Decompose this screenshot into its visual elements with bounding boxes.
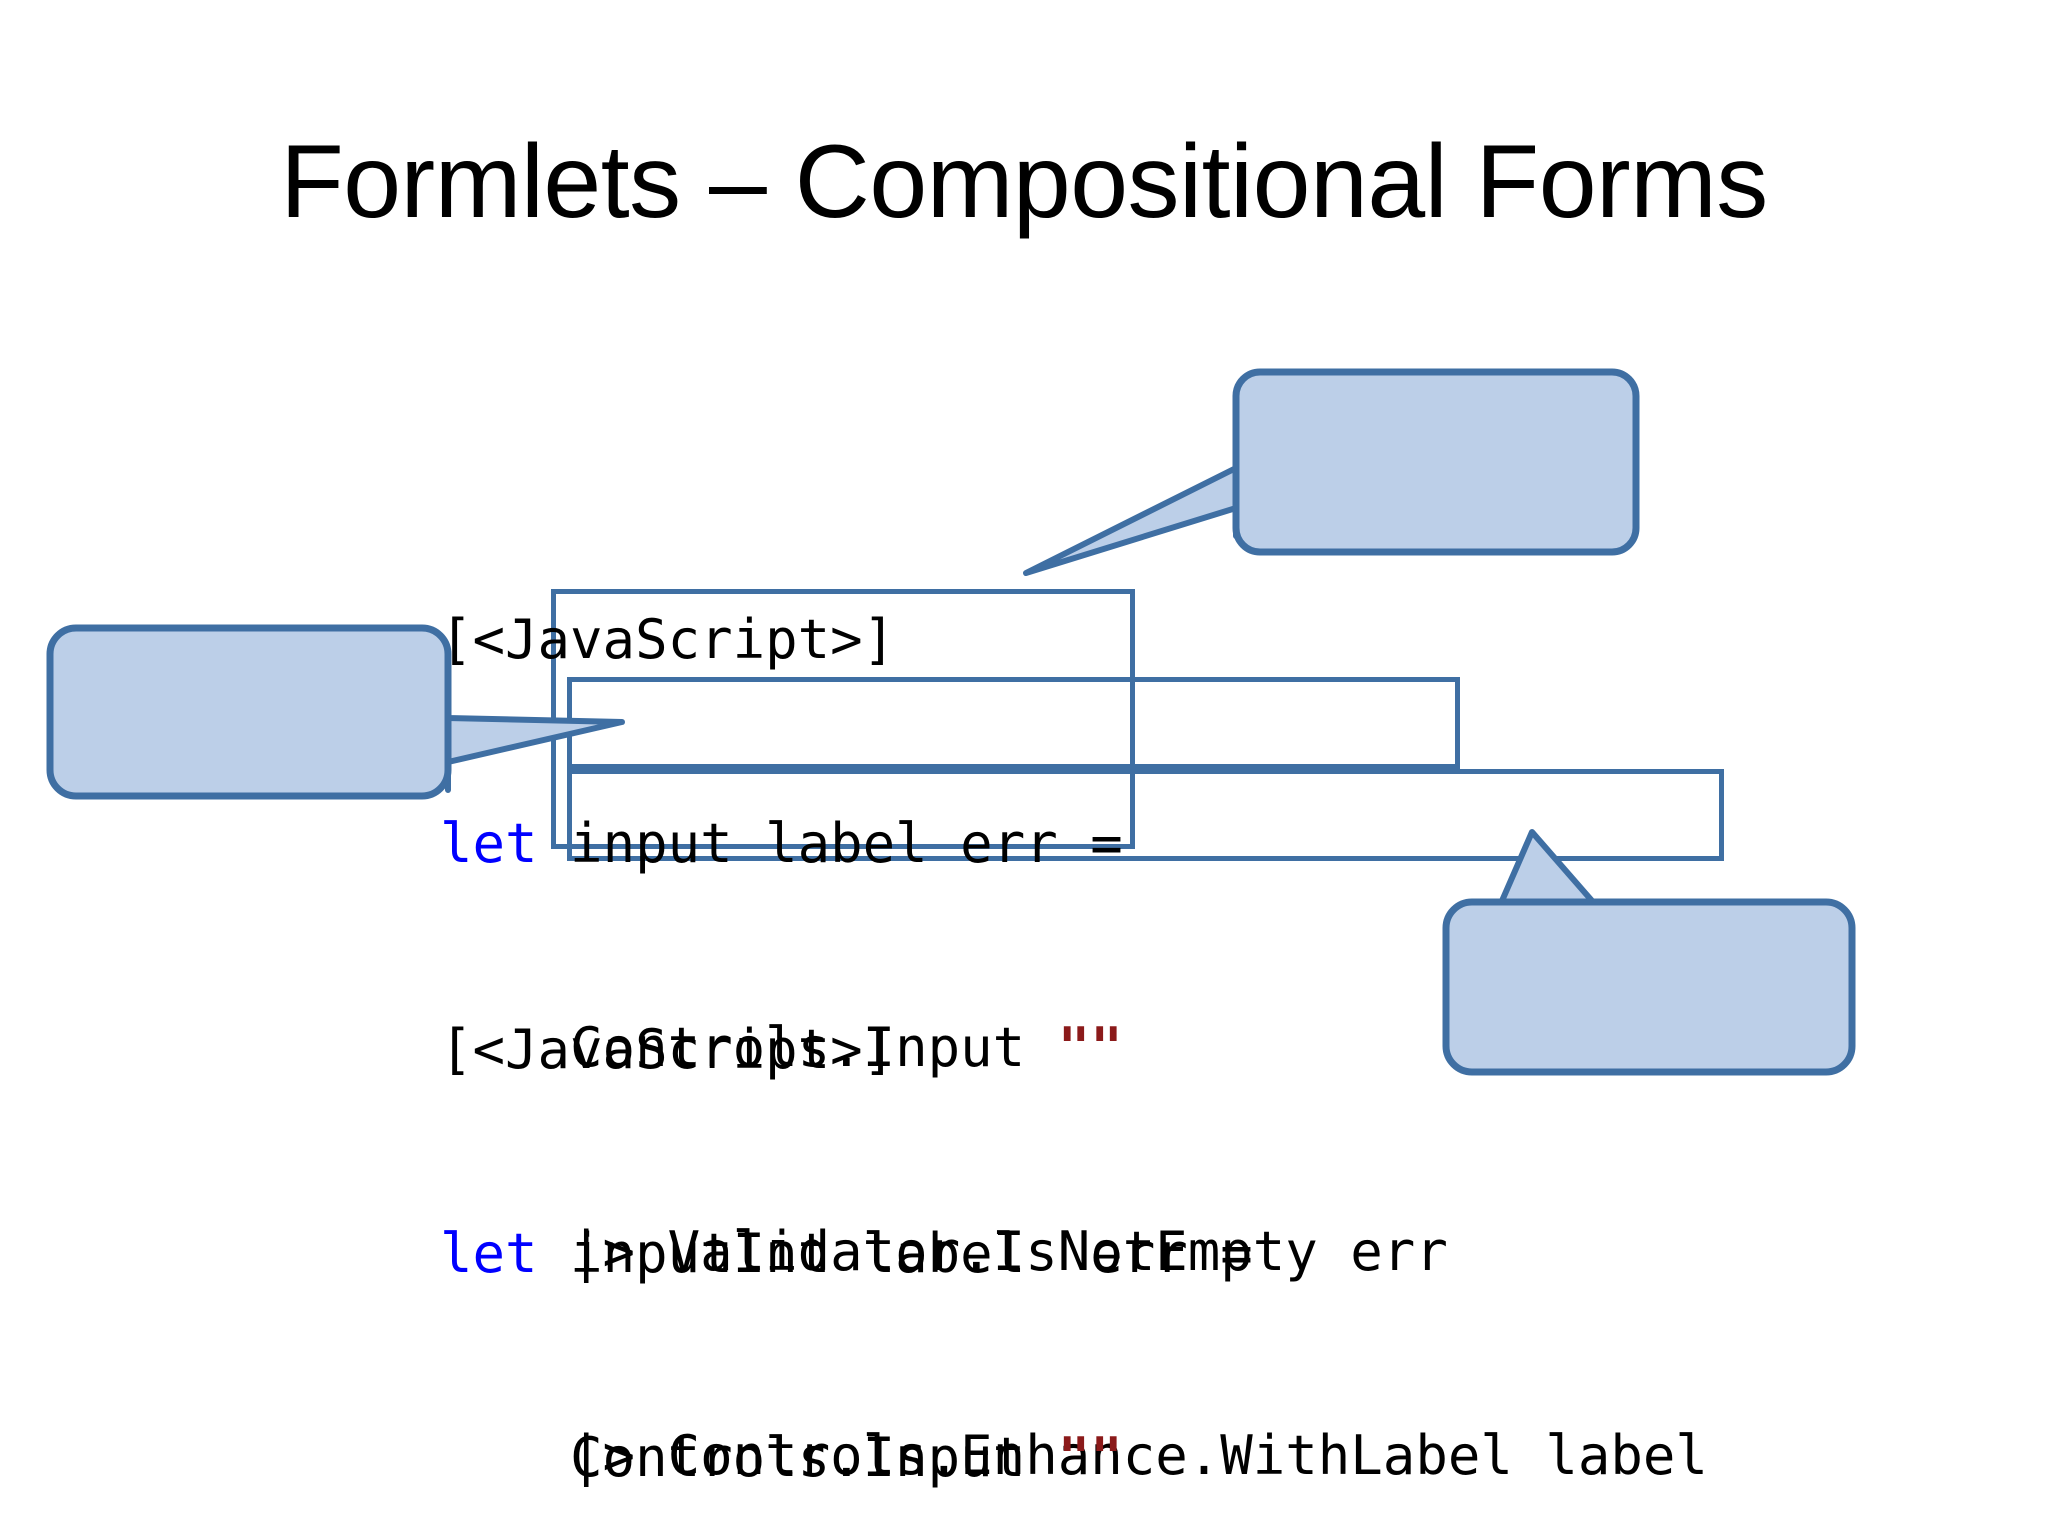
label-element-box xyxy=(567,769,1724,861)
code-text: input label err = xyxy=(537,812,1123,875)
code-text: [<JavaScript>] xyxy=(440,608,896,671)
code-line: Controls.Input "" xyxy=(440,1424,1708,1492)
code-text: |> Validator.IsNotEmpty err xyxy=(440,1220,1448,1283)
string-literal: "" xyxy=(1057,1426,1123,1489)
code-text: |> Controls.Enhance.WithLabel label xyxy=(440,1424,1708,1487)
keyword-let: let xyxy=(440,812,538,875)
callout-add-validation-shape xyxy=(46,624,625,800)
code-text: inputInt label err = xyxy=(537,1222,1253,1285)
callout-body xyxy=(1232,368,1640,556)
callout-tail xyxy=(1023,409,1239,576)
callout-tail xyxy=(1495,829,1603,913)
callout-body xyxy=(46,624,452,800)
callout-add-label-element[interactable] xyxy=(1440,824,1880,1104)
code-line: Controls.Input "" xyxy=(440,1014,1708,1082)
code-block-formlet-input: [<JavaScript>] let input label err = Con… xyxy=(440,470,1708,1536)
code-line: [<JavaScript>] xyxy=(440,606,1708,674)
code-block-formlet-input-int: [<JavaScript>] let inputInt label err = … xyxy=(440,880,1708,1536)
code-text: Controls.Input xyxy=(440,1016,1058,1079)
callout-add-validation-element[interactable] xyxy=(44,622,664,802)
code-line: let input label err = xyxy=(440,810,1708,878)
callout-text-input-element[interactable] xyxy=(1000,360,1700,580)
callout-tail xyxy=(445,681,625,793)
page-title: Formlets – Compositional Forms xyxy=(280,124,1768,240)
callout-text-input-shape xyxy=(1023,368,1640,576)
code-line: |> Controls.Enhance.WithLabel label xyxy=(440,1422,1708,1490)
code-text: [<JavaScript>] xyxy=(440,1018,896,1081)
keyword-let: let xyxy=(440,1222,538,1285)
string-literal: "" xyxy=(1057,1016,1123,1079)
code-line: let inputInt label err = xyxy=(440,1220,1708,1288)
code-text: Controls.Input xyxy=(440,1426,1058,1489)
callout-body xyxy=(1442,898,1856,1076)
callout-add-label-shape xyxy=(1442,829,1856,1076)
code-line: |> Validator.IsNotEmpty err xyxy=(440,1218,1708,1286)
validation-element-box-backdrop xyxy=(572,682,1455,764)
code-line: [<JavaScript>] xyxy=(440,1016,1708,1084)
